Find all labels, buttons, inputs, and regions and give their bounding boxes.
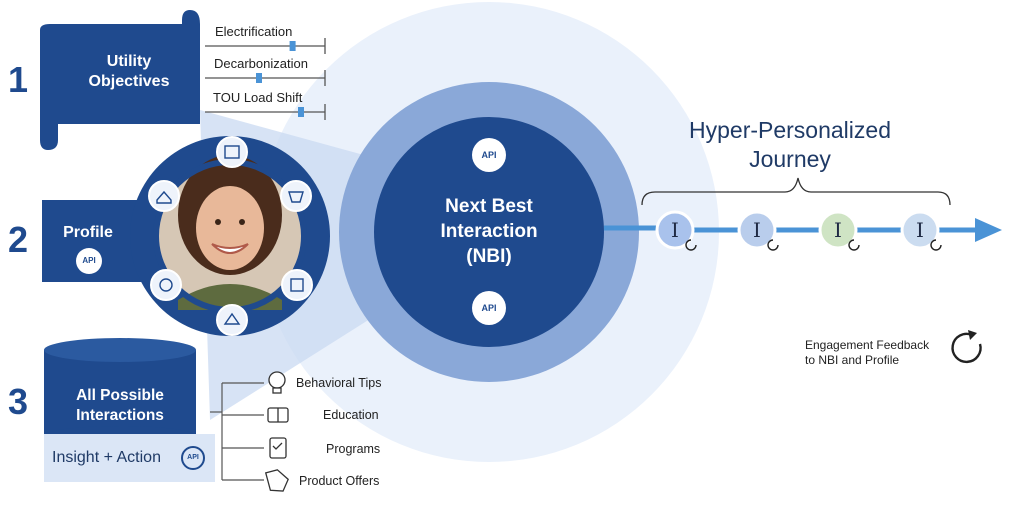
journey-step-node: I [737,210,779,251]
journey-step-glyph: I [834,218,842,242]
objectives-title: Utility Objectives [58,52,200,92]
objectives-title-line1: Utility [106,53,152,70]
profile-api-gear-icon: API [76,248,102,274]
interaction-icons [264,371,289,492]
feedback-label: Engagement Feedback to NBI and Profile [805,338,929,368]
journey-step-glyph: I [753,218,761,242]
objectives-panel [58,24,200,124]
interaction-behavioral-tips: Behavioral Tips [296,376,382,390]
journey-step-node: I [818,210,860,251]
interaction-product-offers: Product Offers [299,474,380,488]
feedback-label-line2: to NBI and Profile [805,353,900,367]
interactions-title-line2: Interactions [76,407,164,424]
journey-step-feedback-icon [930,239,942,251]
journey-arrowhead [975,218,1002,242]
nbi-title-line1: Next Best [445,196,533,217]
interactions-tree [210,382,264,481]
feedback-label-line1: Engagement Feedback [805,338,930,352]
objective-slider-mark [256,73,262,83]
objective-slider-mark [289,41,296,51]
nbi-title-line2: Interaction [440,221,538,242]
interactions-title: All Possible Interactions [44,386,196,426]
step-number-three: 3 [8,381,29,422]
objective-sliders [205,38,326,120]
nbi-api-gear-icon-top: API [472,138,506,172]
journey-title-line1: Hyper-Personalized [689,117,891,143]
step-number-one: 1 [8,59,29,100]
interaction-education: Education [323,408,379,422]
journey-step-glyph: I [671,218,679,242]
objective-label-electrification: Electrification [215,24,293,39]
insight-api-gear-icon: API [181,446,205,470]
nbi-api-gear-icon-bottom: API [472,291,506,325]
journey-step-feedback-icon [685,239,697,251]
objective-label-decarbonization: Decarbonization [214,56,308,71]
objective-slider-mark [298,107,304,117]
nbi-title-line3: (NBI) [466,246,512,267]
nbi-core-circle [374,117,604,347]
journey-title-line2: Journey [749,146,831,172]
interactions-title-line1: All Possible [76,387,164,404]
step-number-two: 2 [8,219,29,260]
journey-step-glyph: I [916,218,924,242]
nbi-title: Next Best Interaction (NBI) [399,194,579,269]
insight-action-label: Insight + Action [52,449,161,466]
interactions-cylinder [44,338,196,446]
objective-label-tou: TOU Load Shift [213,90,303,105]
profile-satellites [148,136,313,336]
interaction-programs: Programs [326,442,381,456]
journey-brace [641,177,951,206]
objectives-title-line2: Objectives [88,73,170,90]
journey-step-node: I [655,210,697,251]
feedback-cycle-icon [951,330,982,364]
journey-step-node: I [900,210,942,251]
journey-step-feedback-icon [848,239,860,251]
profile-title: Profile [63,224,113,241]
journey-step-feedback-icon [767,239,779,251]
journey-title: Hyper-Personalized Journey [660,116,920,174]
